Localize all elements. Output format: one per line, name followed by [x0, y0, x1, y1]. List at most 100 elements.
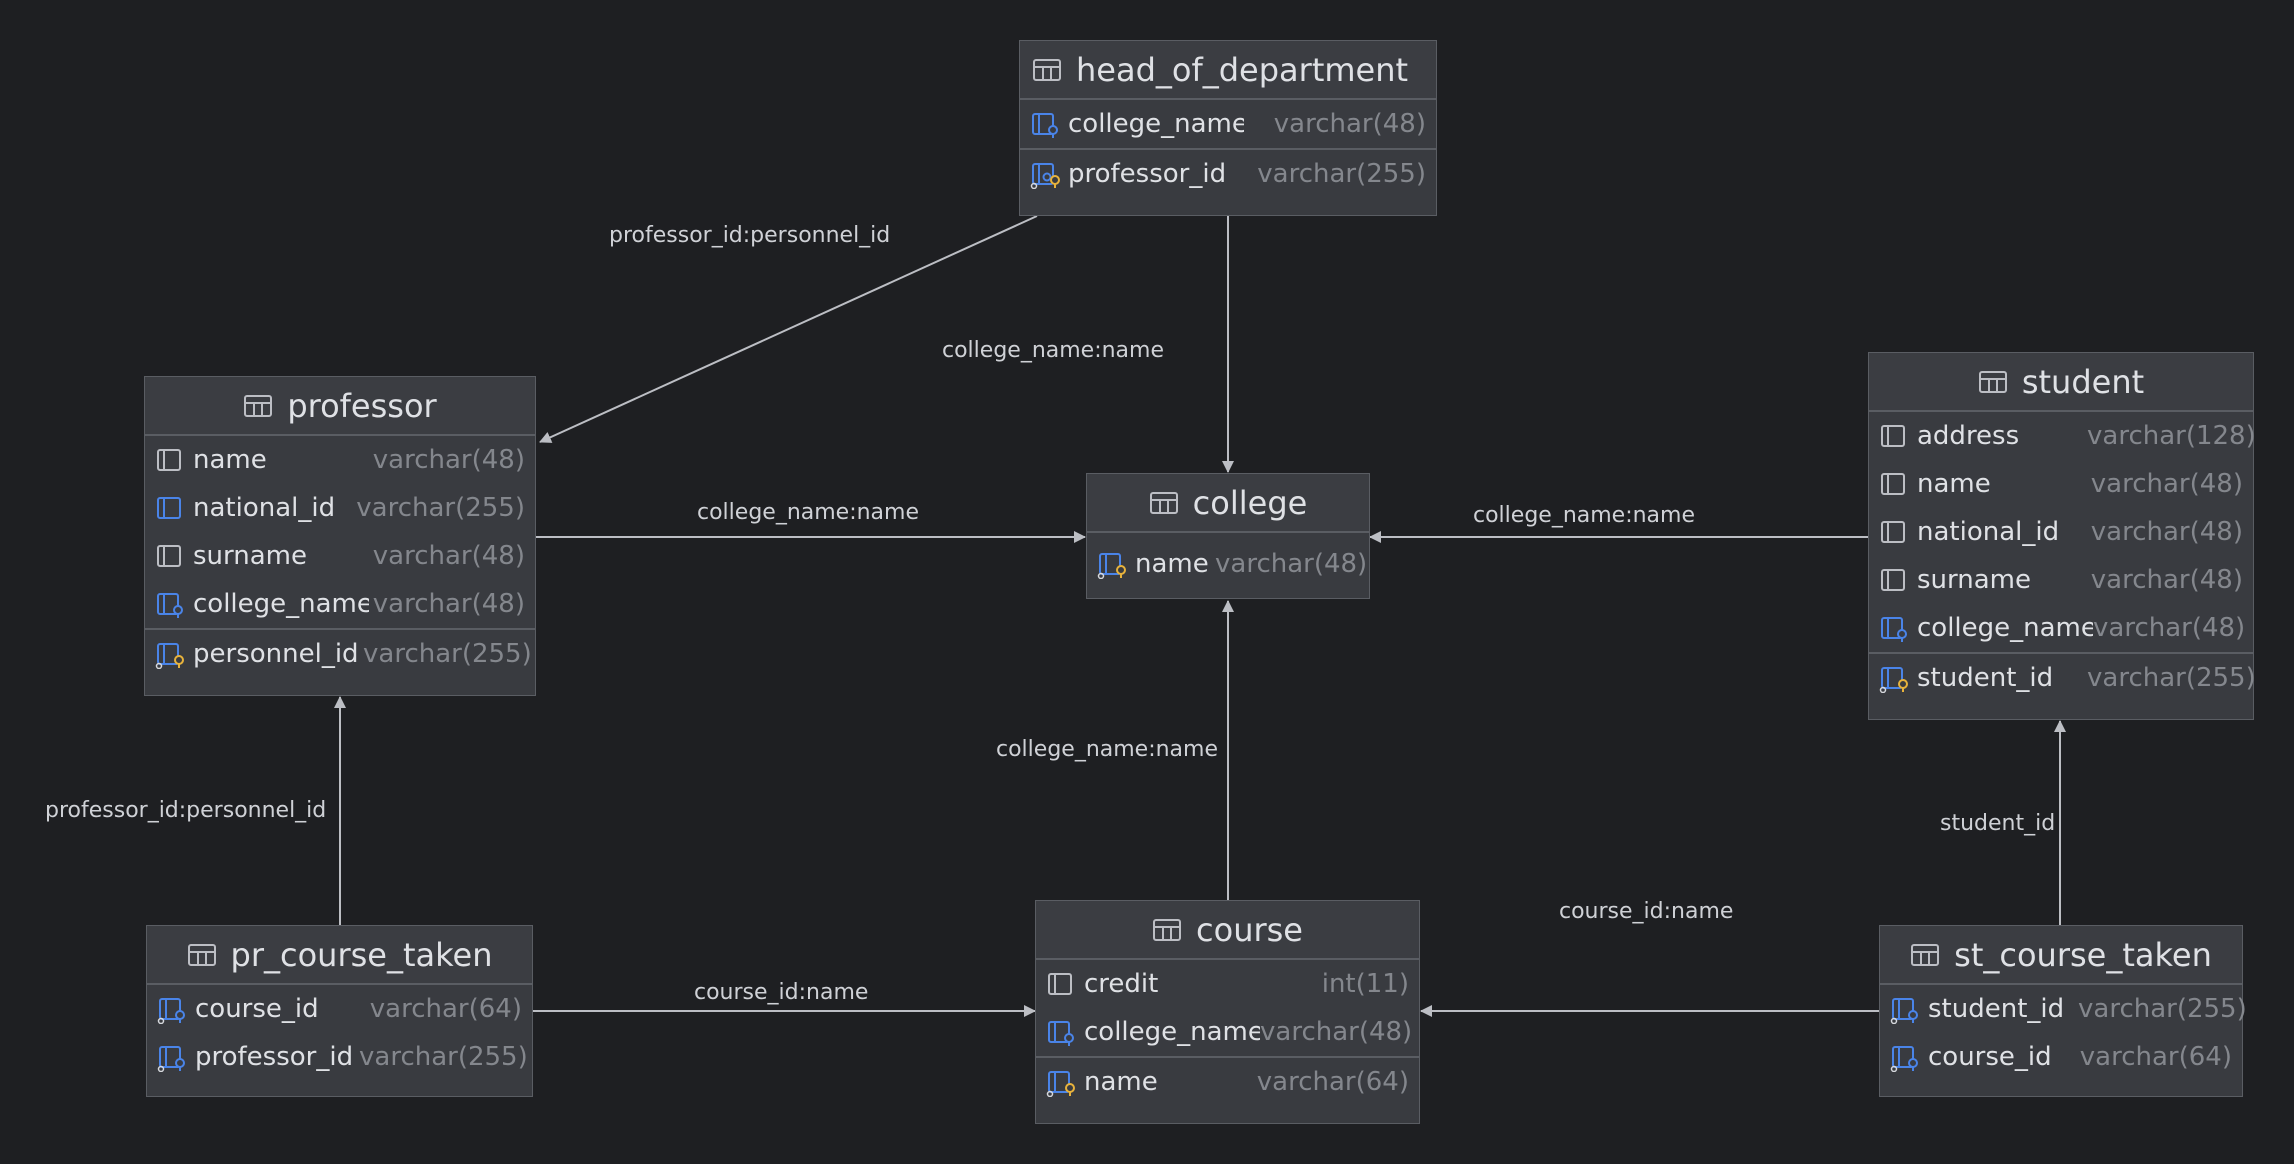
column-type: int(11): [1321, 969, 1409, 999]
column-row[interactable]: college_name varchar(48): [1869, 604, 2253, 652]
column-row[interactable]: course_id varchar(64): [1880, 1033, 2242, 1081]
column-type: varchar(48): [1260, 1017, 1413, 1047]
column-row[interactable]: course_id varchar(64): [147, 985, 532, 1033]
column-name: surname: [1917, 565, 2031, 595]
table-professor[interactable]: professor name varchar(48) national_id v…: [144, 376, 536, 696]
table-st-course-taken[interactable]: st_course_taken student_id varchar(255) …: [1879, 925, 2247, 1097]
fk-column-icon: [1881, 617, 1907, 642]
pk-column-icon: [1097, 553, 1126, 579]
fk-column-icon: [1048, 1021, 1074, 1046]
table-pr-course-taken[interactable]: pr_course_taken course_id varchar(64) pr…: [146, 925, 533, 1097]
table-header: course: [1036, 901, 1419, 960]
column-name: national_id: [1917, 517, 2057, 547]
column-row[interactable]: professor_id varchar(255): [147, 1033, 532, 1081]
table-name: st_course_taken: [1954, 935, 2212, 974]
column-icon: [1881, 473, 1905, 495]
column-row[interactable]: college_name varchar(48): [1020, 100, 1436, 148]
column-icon: [1881, 569, 1905, 591]
column-type: varchar(48): [2090, 469, 2243, 499]
edge-label-prcourse-course: course_id:name: [694, 980, 869, 1005]
table-head-of-department[interactable]: head_of_department college_name varchar(…: [1019, 40, 1437, 216]
fk-column-icon: [157, 593, 183, 618]
table-name: head_of_department: [1076, 50, 1409, 89]
edge-label-prcourse-professor: professor_id:personnel_id: [45, 798, 327, 823]
column-type: varchar(48): [372, 589, 525, 619]
table-student[interactable]: student address varchar(128) name varcha…: [1868, 352, 2256, 720]
table-name: college: [1192, 483, 1308, 522]
column-row[interactable]: address varchar(128): [1869, 412, 2256, 460]
unique-column-icon: [157, 497, 181, 519]
column-type: varchar(255): [359, 1042, 528, 1072]
column-name: course_id: [195, 994, 319, 1024]
table-header: student: [1869, 353, 2253, 412]
edge-label-student-college: college_name:name: [1473, 503, 1696, 528]
column-type: varchar(255): [363, 639, 532, 669]
table-icon: [1149, 491, 1178, 514]
edge-hod-professor[interactable]: [539, 215, 1038, 443]
column-row[interactable]: college_name varchar(48): [145, 580, 535, 628]
column-row[interactable]: student_id varchar(255): [1869, 652, 2256, 702]
column-row[interactable]: name varchar(64): [1036, 1056, 1419, 1106]
pk-fk-column-icon: [1030, 163, 1060, 189]
column-name: national_id: [193, 493, 333, 523]
column-name: course_id: [1928, 1042, 2052, 1072]
column-name: college_name: [1917, 613, 2093, 643]
column-name: college_name: [1068, 109, 1244, 139]
table-icon: [1033, 58, 1061, 81]
table-icon: [1911, 943, 1940, 966]
column-name: professor_id: [1068, 159, 1227, 189]
column-name: student_id: [1928, 994, 2065, 1024]
table-icon: [1153, 918, 1182, 941]
column-row[interactable]: name varchar(48): [1087, 533, 1369, 595]
column-row[interactable]: name varchar(48): [1869, 460, 2253, 508]
fk-column-icon: [157, 998, 185, 1024]
column-row[interactable]: name varchar(48): [145, 436, 535, 484]
edge-label-hod-professor: professor_id:personnel_id: [609, 223, 891, 248]
column-row[interactable]: national_id varchar(48): [1869, 508, 2253, 556]
table-course[interactable]: course credit int(11) college_name varch…: [1035, 900, 1420, 1124]
fk-column-icon: [157, 1046, 185, 1072]
table-header: college: [1087, 474, 1369, 533]
column-type: varchar(48): [2090, 565, 2243, 595]
pk-column-icon: [1046, 1071, 1075, 1097]
fk-column-icon: [1890, 1046, 1918, 1072]
table-name: student: [2021, 362, 2145, 401]
column-name: name: [1917, 469, 1991, 499]
pk-column-icon: [155, 643, 184, 669]
column-icon: [1881, 425, 1905, 447]
pk-column-icon: [1879, 667, 1908, 693]
column-row[interactable]: student_id varchar(255): [1880, 985, 2247, 1033]
fk-column-icon: [1890, 998, 1918, 1024]
table-header: head_of_department: [1020, 41, 1436, 100]
column-row[interactable]: credit int(11): [1036, 960, 1419, 1008]
edge-label-hod-college: college_name:name: [942, 338, 1165, 363]
table-header: st_course_taken: [1880, 926, 2242, 985]
column-name: address: [1917, 421, 2020, 451]
column-type: varchar(48): [372, 445, 525, 475]
table-college[interactable]: college name varchar(48): [1086, 473, 1370, 599]
column-name: personnel_id: [193, 639, 359, 669]
column-row[interactable]: personnel_id varchar(255): [145, 628, 535, 678]
column-type: varchar(48): [1215, 549, 1368, 579]
column-name: professor_id: [195, 1042, 354, 1072]
column-row[interactable]: surname varchar(48): [145, 532, 535, 580]
column-type: varchar(64): [369, 994, 522, 1024]
column-row[interactable]: surname varchar(48): [1869, 556, 2253, 604]
table-icon: [187, 943, 216, 966]
column-row[interactable]: national_id varchar(255): [145, 484, 535, 532]
column-name: credit: [1084, 969, 1159, 999]
table-name: course: [1196, 910, 1303, 949]
column-row[interactable]: college_name varchar(48): [1036, 1008, 1419, 1056]
table-icon: [1978, 370, 2007, 393]
column-type: varchar(64): [2079, 1042, 2232, 1072]
column-name: college_name: [193, 589, 369, 619]
fk-column-icon: [1032, 113, 1058, 138]
table-icon: [244, 394, 273, 417]
column-name: student_id: [1917, 663, 2054, 693]
column-name: surname: [193, 541, 307, 571]
column-type: varchar(64): [1256, 1067, 1409, 1097]
column-type: varchar(255): [1257, 159, 1426, 189]
column-type: varchar(128): [2087, 421, 2256, 451]
column-row[interactable]: professor_id varchar(255): [1020, 148, 1436, 198]
